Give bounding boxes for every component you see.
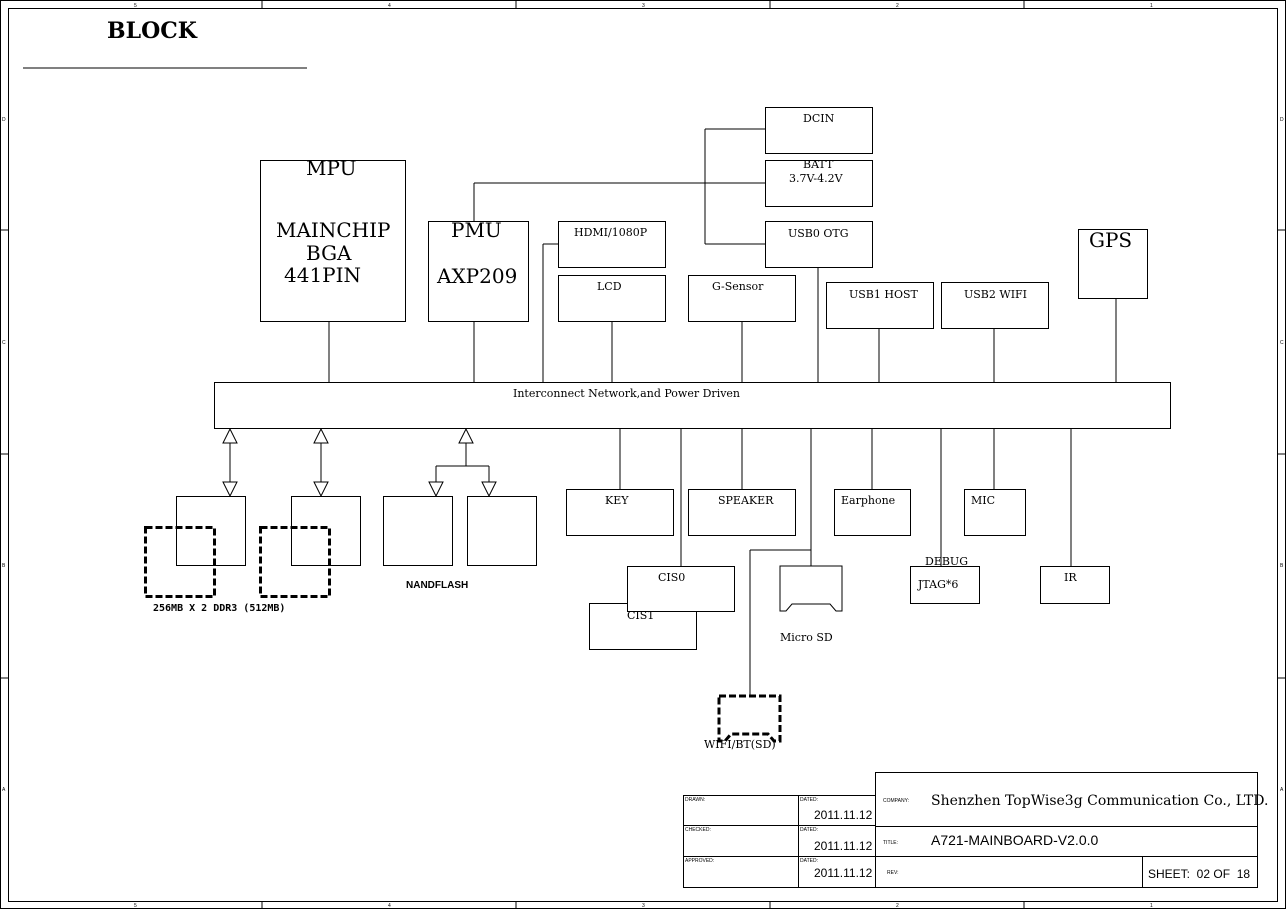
zone-number: 2 (896, 3, 899, 9)
company-label: COMPANY: (883, 798, 909, 804)
microsd-label: Micro SD (780, 631, 833, 644)
inner-frame (8, 8, 1278, 902)
gps-label: GPS (1089, 228, 1132, 252)
ir-block: IR (1040, 566, 1110, 604)
gps-block: GPS (1078, 228, 1148, 299)
zone-number: 5 (134, 3, 137, 9)
usb0-label: USB0 OTG (788, 227, 849, 240)
usb2-label: USB2 WIFI (964, 288, 1027, 301)
hdmi-block: HDMI/1080P (558, 221, 666, 268)
checked-date: 2011.11.12 (814, 839, 873, 853)
zone-letter: D (2, 117, 6, 123)
dcin-label: DCIN (803, 112, 835, 125)
ir-label: IR (1064, 571, 1077, 584)
speaker-block: SPEAKER (688, 489, 796, 536)
hdmi-label: HDMI/1080P (574, 226, 648, 239)
sheet-number: SHEET: 02 OF 18 (1148, 867, 1250, 881)
wifi-label: WIFI/BT(SD) (704, 738, 776, 751)
batt-line1: BATT (803, 158, 834, 171)
microsd-block: Micro SD (779, 565, 843, 644)
zone-letter: B (1280, 563, 1284, 569)
usb2-block: USB2 WIFI (941, 282, 1049, 329)
usb1-block: USB1 HOST (826, 282, 934, 329)
speaker-label: SPEAKER (718, 494, 774, 507)
approved-label: APPROVED: (685, 858, 714, 864)
lcd-label: LCD (597, 280, 622, 293)
nandflash-chip-2 (467, 496, 537, 566)
zone-number: 1 (1150, 903, 1153, 909)
usb1-label: USB1 HOST (849, 288, 919, 301)
cis1-label: CIS1 (627, 609, 654, 622)
lcd-block: LCD (558, 275, 666, 322)
nandflash-label: NANDFLASH (406, 580, 468, 591)
mpu-line1: MAINCHIP (276, 218, 390, 242)
pmu-line1: AXP209 (436, 264, 517, 288)
cis0-block: CIS0 (627, 566, 735, 612)
zone-letter: B (2, 563, 6, 569)
nandflash-chip-1 (383, 496, 453, 566)
cis0-label: CIS0 (658, 571, 685, 584)
gsensor-block: G-Sensor (688, 275, 796, 322)
drawn-label: DRAWN: (685, 797, 705, 803)
mpu-line3: 441PIN (284, 263, 361, 287)
mic-block: MIC (964, 489, 1026, 536)
dated-label: DATED: (800, 827, 818, 833)
mpu-line2: BGA (306, 241, 352, 265)
usb0-block: USB0 OTG (765, 221, 873, 268)
zone-letter: C (2, 340, 6, 346)
zone-number: 5 (134, 903, 137, 909)
gsensor-label: G-Sensor (712, 280, 764, 293)
interconnect-bus: Interconnect Network,and Power Driven (214, 382, 1171, 429)
title-block: DRAWN: CHECKED: APPROVED: DATED: DATED: … (683, 772, 1268, 888)
zone-letter: A (2, 787, 6, 793)
company-name: Shenzhen TopWise3g Communication Co., LT… (931, 793, 1268, 809)
drawn-date: 2011.11.12 (814, 808, 873, 822)
rev-label: REV: (887, 870, 898, 876)
pmu-block: PMU AXP209 (428, 218, 529, 322)
bottom-zone-markers: 5 4 3 2 1 (134, 901, 1153, 909)
zone-number: 3 (642, 903, 645, 909)
drawing-title: A721-MAINBOARD-V2.0.0 (931, 832, 1098, 848)
zone-number: 2 (896, 903, 899, 909)
ddr-chip-1 (144, 496, 246, 598)
batt-line2: 3.7V-4.2V (789, 172, 844, 185)
bus-label: Interconnect Network,and Power Driven (513, 387, 740, 400)
dcin-block: DCIN (765, 107, 873, 154)
approved-date: 2011.11.12 (814, 866, 873, 880)
debug-label: DEBUG (925, 555, 968, 568)
mpu-title: MPU (306, 156, 356, 180)
title-label: TITLE: (883, 840, 898, 846)
zone-letter: C (1280, 340, 1284, 346)
zone-letter: A (1280, 787, 1284, 793)
top-zone-markers: 5 4 3 2 1 (134, 0, 1153, 9)
connection-wires (222, 128, 1117, 696)
zone-number: 4 (388, 3, 391, 9)
wifi-bt-module: WIFI/BT(SD) (704, 694, 782, 751)
pmu-title: PMU (451, 218, 502, 242)
jtag-label: JTAG*6 (917, 578, 958, 591)
dated-label: DATED: (800, 858, 818, 864)
zone-number: 1 (1150, 3, 1153, 9)
key-block: KEY (566, 489, 674, 536)
batt-block: BATT 3.7V-4.2V (765, 158, 873, 207)
mpu-block: MPU MAINCHIP BGA 441PIN (260, 156, 406, 322)
earphone-label: Earphone (841, 494, 895, 507)
checked-label: CHECKED: (685, 827, 711, 833)
dated-label: DATED: (800, 797, 818, 803)
zone-letter: D (1280, 117, 1284, 123)
jtag-block: DEBUG JTAG*6 (910, 555, 980, 604)
side-zone-markers: D C B A D C B A (0, 117, 1286, 793)
zone-number: 3 (642, 3, 645, 9)
ddr-chip-2 (259, 496, 361, 598)
page-heading: BLOCK (107, 18, 198, 44)
mic-label: MIC (971, 494, 995, 507)
key-label: KEY (605, 494, 629, 507)
zone-number: 4 (388, 903, 391, 909)
ddr-label: 256MB X 2 DDR3 (512MB) (153, 603, 285, 614)
earphone-block: Earphone (834, 489, 911, 536)
